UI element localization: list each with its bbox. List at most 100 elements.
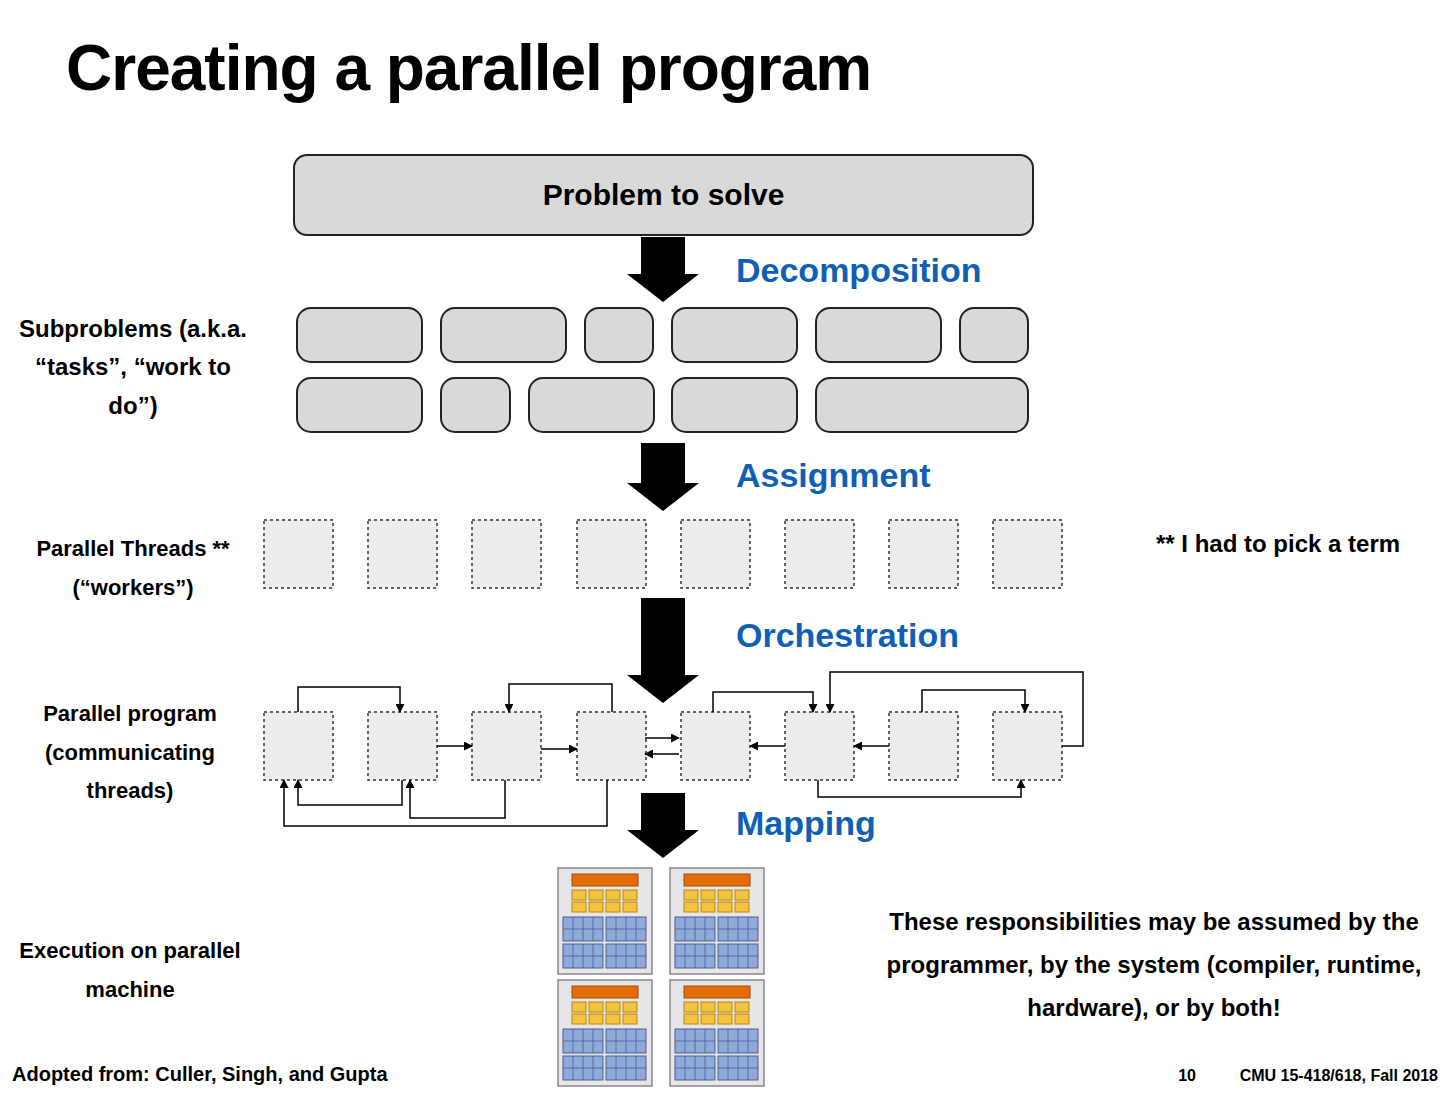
chip-alu	[718, 1014, 732, 1024]
row-label: Parallel program (communicating threads)	[18, 695, 242, 811]
chip-block-line	[675, 929, 715, 930]
communication-arrow	[750, 745, 785, 747]
chip-block	[563, 1056, 603, 1080]
chip-alu	[718, 902, 732, 912]
chip-alu	[701, 902, 715, 912]
chip-block	[606, 1029, 646, 1053]
thread-square	[785, 712, 854, 780]
chip-alu	[606, 890, 620, 900]
chip-alu	[572, 890, 586, 900]
communication-arrow	[298, 780, 402, 805]
chip-alu	[623, 1002, 637, 1012]
chip-alu	[718, 1002, 732, 1012]
row-label: Parallel Threads ** (“workers”)	[8, 530, 258, 607]
note-text: These responsibilities may be assumed by…	[880, 900, 1428, 1030]
chip-block	[718, 917, 758, 941]
thread-square	[993, 520, 1062, 588]
chip-alu	[718, 890, 732, 900]
chip-block-line	[606, 1041, 646, 1042]
chip-alu	[684, 1014, 698, 1024]
chip-block-line	[563, 929, 603, 930]
task-box	[585, 308, 653, 362]
chip-alu	[572, 1014, 586, 1024]
chip-alu	[606, 1014, 620, 1024]
chip-alu	[589, 1002, 603, 1012]
thread-square	[264, 712, 333, 780]
step-label: Mapping	[736, 803, 1056, 844]
chip-alu	[589, 902, 603, 912]
chip-alu	[735, 1014, 749, 1024]
chip-frame	[670, 980, 764, 1086]
chip-block-line	[718, 956, 758, 957]
chip-frame	[670, 868, 764, 974]
chip-block-line	[563, 1041, 603, 1042]
step-arrow	[627, 443, 699, 511]
step-label: Orchestration	[736, 615, 1056, 656]
chip-block	[606, 1056, 646, 1080]
page-number: 10	[1160, 1066, 1196, 1085]
footnote: ** I had to pick a term	[1156, 528, 1438, 559]
chip-frame	[558, 980, 652, 1086]
chip-block-line	[718, 929, 758, 930]
chip-alu	[572, 902, 586, 912]
thread-square	[368, 520, 437, 588]
chip-alu	[735, 890, 749, 900]
chip-block	[718, 1056, 758, 1080]
chip-frame	[558, 868, 652, 974]
chip-alu	[684, 902, 698, 912]
communication-arrow	[645, 737, 679, 739]
thread-square	[785, 520, 854, 588]
chip-block-line	[563, 1068, 603, 1069]
communication-arrow	[922, 690, 1025, 712]
step-label: Assignment	[736, 455, 1056, 496]
task-box	[960, 308, 1028, 362]
thread-square	[577, 712, 646, 780]
chip-block	[675, 1056, 715, 1080]
chip-block	[675, 944, 715, 968]
chip-block	[606, 917, 646, 941]
chip-block	[563, 917, 603, 941]
chip-alu	[606, 1002, 620, 1012]
node-text: Problem to solve	[543, 178, 785, 212]
communication-arrow	[854, 745, 889, 747]
communication-arrow	[410, 780, 505, 818]
chip-block	[563, 944, 603, 968]
chip-block-line	[718, 1068, 758, 1069]
chip-alu	[701, 1002, 715, 1012]
chip-alu	[606, 902, 620, 912]
communication-arrow	[645, 753, 679, 755]
chip-alu	[572, 1002, 586, 1012]
chip-block	[606, 944, 646, 968]
task-box	[672, 378, 797, 432]
task-box	[441, 378, 510, 432]
slide-title: Creating a parallel program	[66, 30, 871, 107]
problem-box: Problem to solve	[293, 154, 1034, 236]
task-box	[297, 378, 422, 432]
chip-block-line	[675, 1041, 715, 1042]
communication-arrow	[509, 684, 612, 712]
attribution: Adopted from: Culler, Singh, and Gupta	[12, 1062, 432, 1086]
chip-alu	[589, 890, 603, 900]
chip-block-line	[675, 1068, 715, 1069]
task-box	[816, 378, 1028, 432]
task-box	[816, 308, 941, 362]
thread-square	[577, 520, 646, 588]
chip-block-line	[606, 1068, 646, 1069]
processor-chip	[558, 868, 652, 974]
thread-square	[472, 712, 541, 780]
chip-alu	[701, 890, 715, 900]
communication-arrow	[284, 780, 607, 826]
processor-chip	[670, 980, 764, 1086]
communication-arrow	[437, 745, 472, 747]
task-box	[297, 308, 422, 362]
thread-square	[264, 520, 333, 588]
chip-block	[675, 1029, 715, 1053]
chip-block-line	[606, 956, 646, 957]
row-label: Execution on parallel machine	[18, 932, 242, 1009]
chip-block	[718, 944, 758, 968]
thread-square	[368, 712, 437, 780]
chip-control-bar	[572, 874, 638, 886]
row-label: Subproblems (a.k.a. “tasks”, “work to do…	[18, 310, 248, 425]
chip-alu	[735, 902, 749, 912]
